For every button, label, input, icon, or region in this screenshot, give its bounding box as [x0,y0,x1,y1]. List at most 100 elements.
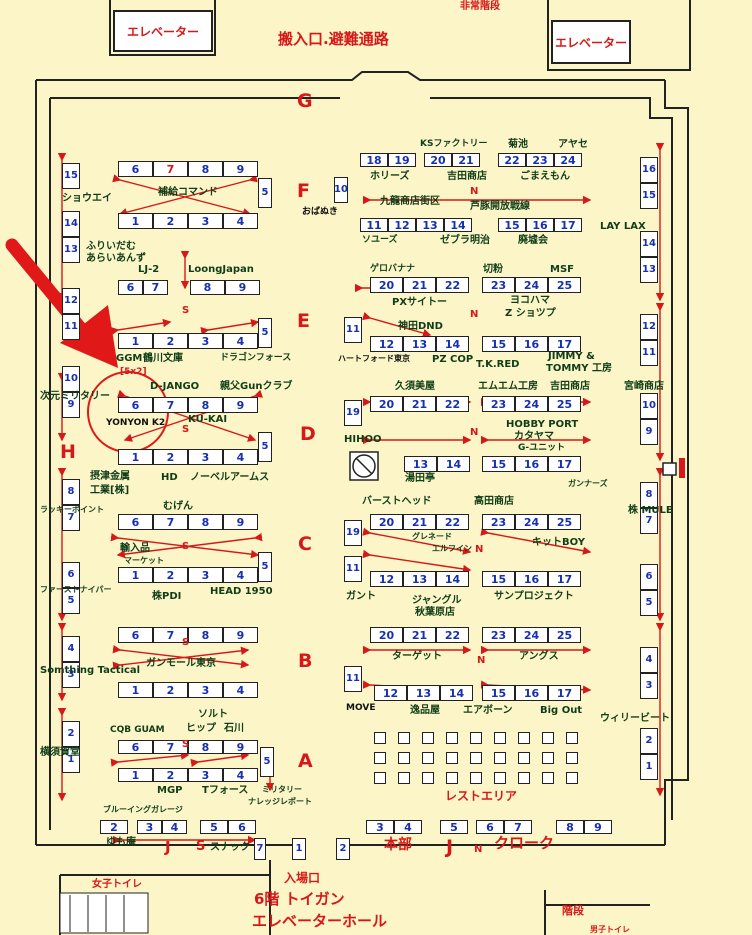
booth-7[interactable]: 7 [153,740,188,754]
booth-8[interactable]: 8 [188,397,223,413]
booth-16[interactable]: 16 [526,218,554,232]
booth-8[interactable]: 8 [188,627,223,643]
booth-5[interactable]: 5 [258,178,272,208]
booth-22[interactable]: 22 [498,153,526,167]
booth-4[interactable]: 4 [640,647,658,673]
booth-1[interactable]: 1 [118,768,153,782]
booth-24[interactable]: 24 [554,153,582,167]
booth-25[interactable]: 25 [548,396,581,412]
booth-9[interactable]: 9 [223,397,258,413]
booth-5[interactable]: 5 [258,432,272,462]
booth-3[interactable]: 3 [188,333,223,349]
booth-5[interactable]: 5 [258,318,272,348]
booth-6[interactable]: 6 [118,280,143,295]
booth-11[interactable]: 11 [62,314,80,340]
booth-6[interactable]: 6 [118,397,153,413]
booth-11[interactable]: 11 [360,218,388,232]
booth-20[interactable]: 20 [370,514,403,530]
booth-8[interactable]: 8 [190,280,225,295]
booth-14[interactable]: 14 [444,218,472,232]
booth-6[interactable]: 6 [118,161,153,177]
booth-9[interactable]: 9 [640,419,658,445]
booth-2[interactable]: 2 [100,820,128,834]
booth-5[interactable]: 5 [440,820,468,834]
booth-2[interactable]: 2 [153,768,188,782]
booth-3[interactable]: 3 [366,820,394,834]
booth-18[interactable]: 18 [360,153,388,167]
booth-13[interactable]: 13 [403,336,436,352]
elevator-left[interactable]: エレベーター [113,10,213,52]
booth-7[interactable]: 7 [153,514,188,530]
booth-16[interactable]: 16 [640,157,658,183]
booth-23[interactable]: 23 [482,627,515,643]
booth-7[interactable]: 7 [640,508,658,534]
booth-20[interactable]: 20 [424,153,452,167]
booth-1[interactable]: 1 [118,567,153,583]
booth-8[interactable]: 8 [188,740,223,754]
booth-9[interactable]: 9 [225,280,260,295]
booth-5[interactable]: 5 [260,747,274,777]
booth-17[interactable]: 17 [548,456,581,472]
booth-2[interactable]: 2 [640,728,658,754]
booth-12[interactable]: 12 [370,571,403,587]
booth-9[interactable]: 9 [223,740,258,754]
booth-21[interactable]: 21 [452,153,480,167]
booth-1[interactable]: 1 [62,747,80,773]
booth-11[interactable]: 11 [640,340,658,366]
booth-9[interactable]: 9 [584,820,612,834]
booth-22[interactable]: 22 [436,627,469,643]
booth-7[interactable]: 7 [153,627,188,643]
booth-8[interactable]: 8 [188,514,223,530]
booth-20[interactable]: 20 [370,396,403,412]
booth-5[interactable]: 5 [200,820,228,834]
booth-2[interactable]: 2 [153,213,188,229]
booth-6[interactable]: 6 [62,562,80,588]
booth-7[interactable]: 7 [62,505,80,531]
booth-19[interactable]: 19 [388,153,416,167]
booth-12[interactable]: 12 [374,685,407,701]
booth-4[interactable]: 4 [223,768,258,782]
booth-6[interactable]: 6 [228,820,256,834]
booth-14[interactable]: 14 [436,336,469,352]
booth-15[interactable]: 15 [482,571,515,587]
booth-6[interactable]: 6 [640,564,658,590]
booth-11[interactable]: 11 [344,556,362,582]
booth-5[interactable]: 5 [62,588,80,614]
booth-11[interactable]: 11 [344,317,362,343]
booth-3[interactable]: 3 [137,820,162,834]
booth-19[interactable]: 19 [344,520,362,546]
booth-12[interactable]: 12 [388,218,416,232]
booth-21[interactable]: 21 [403,277,436,293]
booth-14[interactable]: 14 [440,685,473,701]
booth-2[interactable]: 2 [153,682,188,698]
booth-2[interactable]: 2 [62,721,80,747]
booth-14[interactable]: 14 [62,211,80,237]
booth-24[interactable]: 24 [515,627,548,643]
booth-8[interactable]: 8 [640,482,658,508]
booth-15[interactable]: 15 [62,163,80,189]
booth-2[interactable]: 2 [153,449,188,465]
booth-5[interactable]: 5 [258,552,272,582]
booth-14[interactable]: 14 [640,231,658,257]
booth-12[interactable]: 12 [62,288,80,314]
booth-2[interactable]: 2 [153,333,188,349]
booth-14[interactable]: 14 [436,571,469,587]
booth-8[interactable]: 8 [62,479,80,505]
booth-3[interactable]: 3 [188,567,223,583]
booth-10[interactable]: 10 [62,366,80,392]
booth-13[interactable]: 13 [640,257,658,283]
booth-9[interactable]: 9 [223,161,258,177]
booth-21[interactable]: 21 [403,627,436,643]
booth-1[interactable]: 1 [640,754,658,780]
booth-22[interactable]: 22 [436,396,469,412]
booth-4[interactable]: 4 [223,333,258,349]
booth-15[interactable]: 15 [498,218,526,232]
booth-25[interactable]: 25 [548,627,581,643]
booth-1[interactable]: 1 [118,333,153,349]
booth-7[interactable]: 7 [143,280,168,295]
booth-25[interactable]: 25 [548,514,581,530]
booth-12[interactable]: 12 [370,336,403,352]
booth-10[interactable]: 10 [640,393,658,419]
booth-3[interactable]: 3 [188,449,223,465]
booth-20[interactable]: 20 [370,277,403,293]
